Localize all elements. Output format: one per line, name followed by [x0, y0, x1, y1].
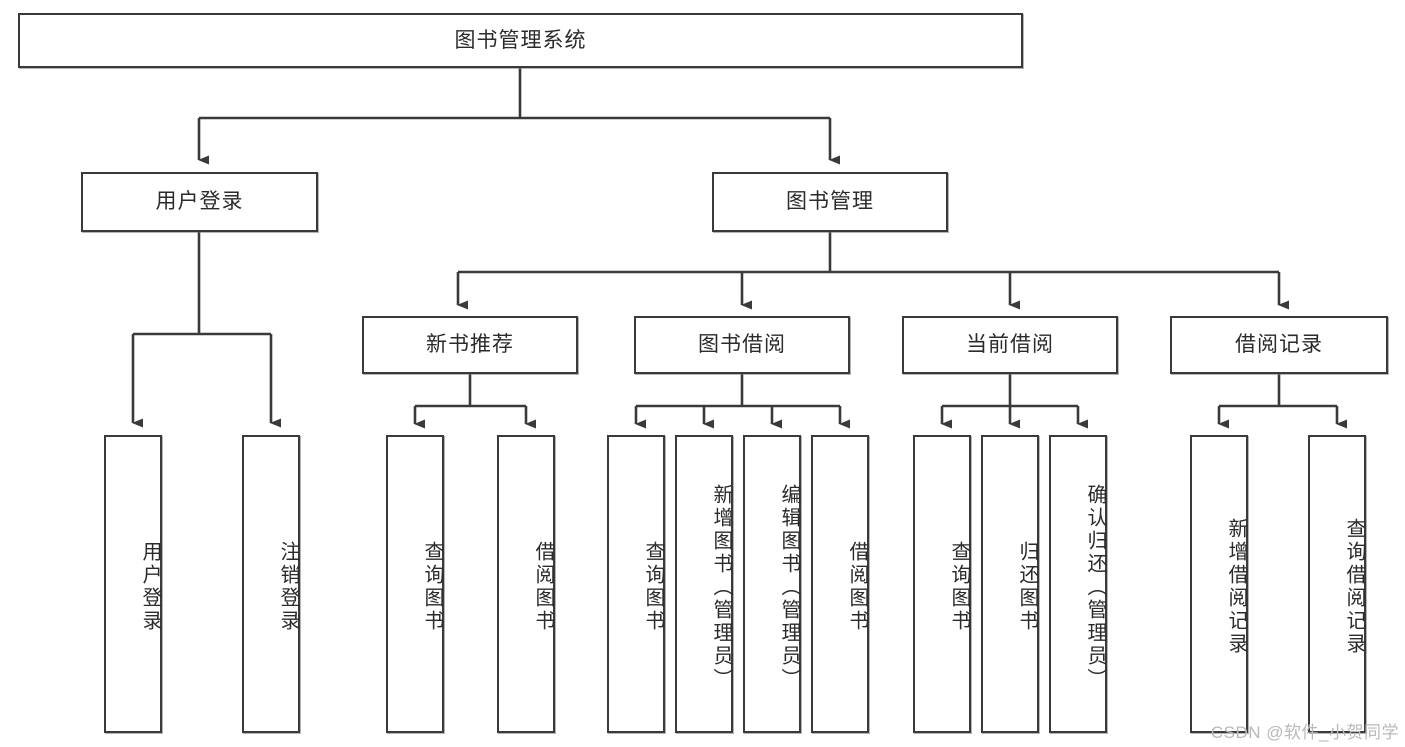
- leaf-query-book-recommend[interactable]: 查询图书: [386, 435, 444, 733]
- leaf-logout[interactable]: 注销登录: [242, 435, 300, 733]
- node-root-system[interactable]: 图书管理系统: [18, 13, 1023, 68]
- node-user-login[interactable]: 用户登录: [81, 172, 318, 232]
- node-book-management[interactable]: 图书管理: [712, 172, 948, 232]
- leaf-edit-book-admin[interactable]: 编辑图书（管理员）: [743, 435, 801, 733]
- leaf-query-book-current[interactable]: 查询图书: [913, 435, 971, 733]
- leaf-borrow-book[interactable]: 借阅图书: [811, 435, 869, 733]
- leaf-add-book-admin[interactable]: 新增图书（管理员）: [675, 435, 733, 733]
- leaf-return-book[interactable]: 归还图书: [981, 435, 1039, 733]
- leaf-confirm-return-admin[interactable]: 确认归还（管理员）: [1049, 435, 1107, 733]
- leaf-add-borrow-record[interactable]: 新增借阅记录: [1190, 435, 1248, 733]
- leaf-query-borrow-record[interactable]: 查询借阅记录: [1308, 435, 1366, 733]
- leaf-user-login[interactable]: 用户登录: [104, 435, 162, 733]
- leaf-borrow-book-recommend[interactable]: 借阅图书: [497, 435, 555, 733]
- leaf-query-book-borrow[interactable]: 查询图书: [607, 435, 665, 733]
- node-new-book-recommend[interactable]: 新书推荐: [362, 316, 578, 374]
- node-book-borrow[interactable]: 图书借阅: [634, 316, 850, 374]
- node-borrow-record[interactable]: 借阅记录: [1170, 316, 1388, 374]
- node-current-borrow[interactable]: 当前借阅: [902, 316, 1118, 374]
